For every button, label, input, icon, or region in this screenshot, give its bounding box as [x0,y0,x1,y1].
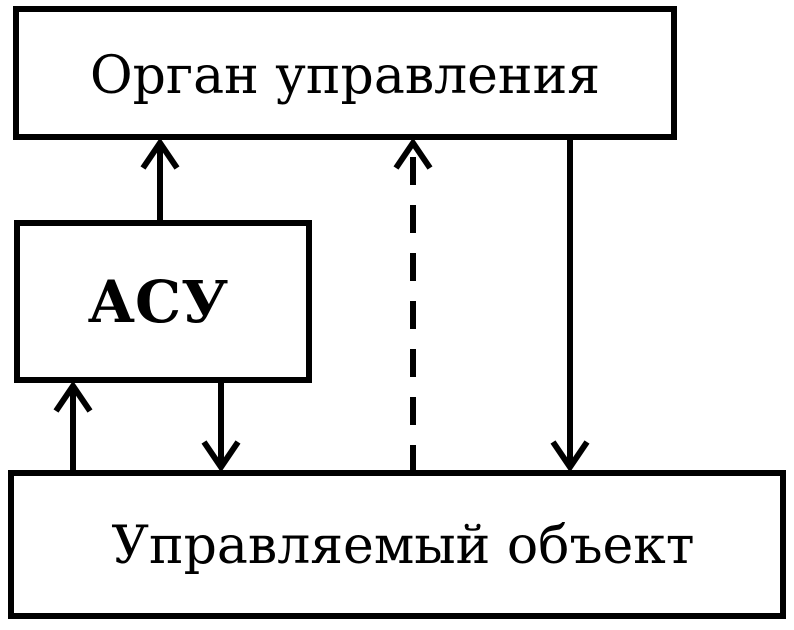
acs-node: АСУ [14,220,312,383]
managed-object-node: Управляемый объект [8,470,786,619]
edge-control-body-to-managed-object [550,137,590,473]
arrowhead-up-icon [53,380,93,413]
arrowhead-up-icon [393,137,433,170]
managed-object-label: Управляемый объект [111,516,694,576]
arrowhead-down-icon [550,440,590,473]
edge-acs-to-managed-object [201,380,241,473]
edge-managed-object-to-control-body [393,137,433,473]
edge-acs-to-control-body [140,137,180,223]
edge-managed-object-to-acs [53,380,93,473]
arrowhead-up-icon [140,137,180,170]
control-body-label: Орган управления [90,46,600,106]
control-body-node: Орган управления [13,6,677,140]
acs-label: АСУ [88,268,228,336]
arrowhead-down-icon [201,440,241,473]
